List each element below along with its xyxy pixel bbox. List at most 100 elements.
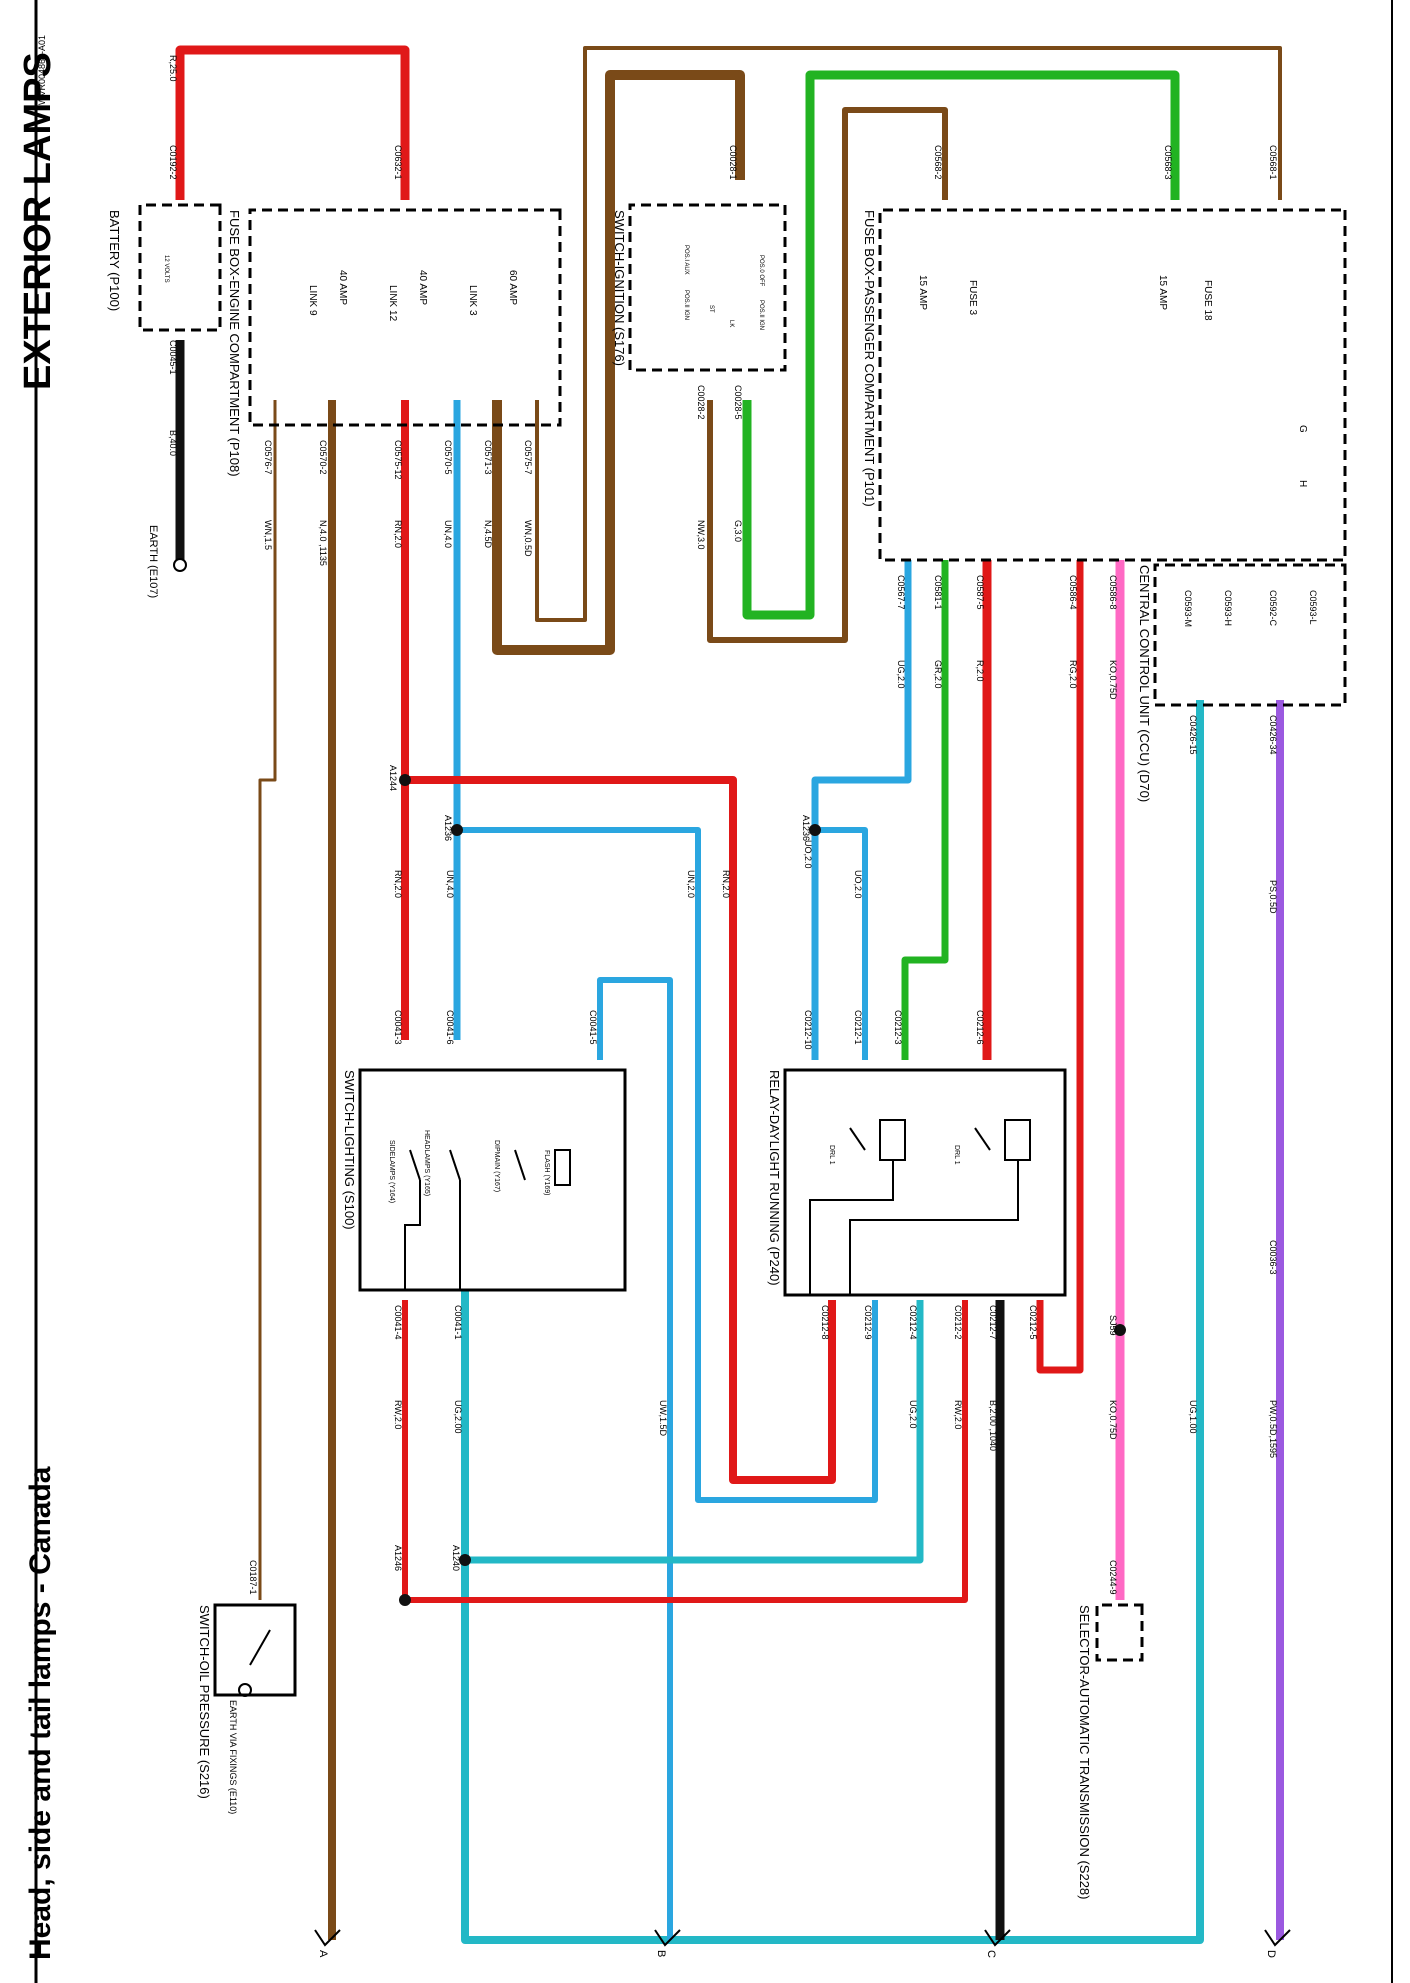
splice-label-0: A1244	[388, 765, 398, 791]
wire-label-24: RW,2.0	[393, 1400, 403, 1429]
wire-label-4: RN,2.0	[393, 520, 403, 548]
wire-label-30: KO,0.75D	[1108, 1400, 1118, 1440]
conn-3: C0570-2	[318, 440, 328, 475]
conn-20: C0426-34	[1268, 715, 1278, 755]
wire-label-15: PS,0.5D	[1268, 880, 1278, 914]
oil-switch-label: SWITCH-OIL PRESSURE (S216)	[197, 1605, 212, 1799]
conn-23: C0212-1	[853, 1010, 863, 1045]
splice-a1236-2	[809, 824, 821, 836]
ccu-pin-m: C0593-M	[1183, 590, 1193, 627]
ignition-box	[628, 203, 787, 372]
ccu-pin-c: C0592-C	[1268, 590, 1278, 627]
conn-1: C0045-1	[168, 340, 178, 375]
conn-29: C0212-9	[863, 1305, 873, 1340]
splice-a1240	[459, 1554, 471, 1566]
wire-label-8: G,3.0	[733, 520, 743, 542]
wire-green-ign	[742, 70, 1180, 620]
link9-amp: 40 AMP	[337, 270, 348, 305]
conn-37: C0187-1	[248, 1560, 258, 1595]
wire-label-2: N,4.0 ,1135	[318, 520, 328, 566]
page-ref: WVR004861-A01	[37, 35, 47, 105]
wire-label-1: B,40.0	[168, 430, 178, 456]
lighting-switch-box	[358, 1068, 627, 1292]
wire-uw15	[597, 977, 673, 1940]
splice-label-2: A1236	[801, 815, 811, 841]
ls-headlamps: HEADLAMPS (Y165)	[423, 1130, 430, 1196]
ignition-label: SWITCH-IGNITION (S176)	[612, 210, 627, 366]
splice-label-5: SJ59	[1108, 1315, 1118, 1336]
conn-0: C0192-2	[168, 145, 178, 180]
wire-rg2	[1036, 560, 1084, 1374]
end-b: B	[655, 1950, 667, 1957]
wire-label-19: UO,2.0	[853, 870, 863, 899]
ccu-pin-h: C0593-H	[1223, 590, 1233, 626]
ls-flash: FLASH (Y169)	[543, 1150, 550, 1196]
wire-brown-thin	[535, 46, 1282, 622]
wire-label-5: UN,4.0	[443, 520, 453, 548]
conn-16: C0581-1	[933, 575, 943, 610]
conn-15: C0567-7	[896, 575, 906, 610]
ign-pos2: POS.II IGN	[683, 290, 689, 320]
wire-label-16: PW,0.5D,1595	[1268, 1400, 1278, 1458]
ign-pos4: LK	[728, 320, 734, 327]
ign-pos6: POS.II IGN	[758, 300, 764, 330]
wire-label-21: UN,2.0	[686, 870, 696, 898]
conn-21: C0426-15	[1188, 715, 1198, 755]
wire-red-battery	[175, 45, 410, 200]
end-c: C	[985, 1950, 997, 1958]
wire-uo-relay	[811, 560, 912, 1060]
wire-label-27: RW,2.0	[953, 1400, 963, 1429]
wire-ug-a1240	[461, 1300, 924, 1564]
conn-36: C0041-1	[453, 1305, 463, 1340]
conn-19: C0586-8	[1108, 575, 1118, 610]
conn-8: C0575-7	[523, 440, 533, 475]
conn-31: C0212-5	[1028, 1305, 1038, 1340]
wire-label-0: R,25.0	[168, 55, 178, 82]
wire-rw-a1246	[402, 1300, 968, 1603]
wire-label-6: N,4.5D	[483, 520, 493, 549]
wire-label-11: GR,2.0	[933, 660, 943, 689]
wire-label-26: UW,1.5D	[658, 1400, 668, 1437]
oil-switch-box	[213, 1603, 297, 1697]
fuse18-amp: 15 AMP	[1157, 275, 1168, 310]
splice-label-1: A1236	[443, 815, 453, 841]
wire-label-10: UG,2.0	[896, 660, 906, 689]
splice-a1236-1	[451, 824, 463, 836]
conn-26: C0212-7	[988, 1305, 998, 1340]
conn-34: C0041-5	[588, 1010, 598, 1045]
fuse3-amp: 15 AMP	[917, 275, 928, 310]
wire-label-18: UO,2.0	[803, 840, 813, 869]
wire-teal-ccu	[461, 700, 1204, 1944]
conn-2: C0632-1	[393, 145, 403, 180]
wire-label-17: UG,1.00	[1188, 1400, 1198, 1434]
link3-label: LINK 3	[467, 285, 478, 316]
conn-22: C0212-10	[803, 1010, 813, 1050]
point-g: G	[1297, 425, 1308, 433]
fuse18-label: FUSE 18	[1202, 280, 1213, 321]
end-d: D	[1265, 1950, 1277, 1958]
selector-label: SELECTOR-AUTOMATIC TRANSMISSION (S228)	[1077, 1605, 1092, 1899]
link9-label: LINK 9	[307, 285, 318, 316]
earth-e107-label: EARTH (E107)	[147, 525, 159, 598]
ign-pos1: POS.I AUX	[683, 245, 689, 275]
fuse-box-passenger	[878, 208, 1347, 562]
wire-brown-ign2	[707, 107, 948, 643]
wire-label-25: UG,2.00	[453, 1400, 463, 1434]
wire-rn-a1244	[405, 776, 836, 1484]
page-title: EXTERIOR LAMPS	[17, 52, 59, 390]
splice-a1244	[399, 774, 411, 786]
splice-a1246	[399, 1594, 411, 1606]
oil-earth-label: EARTH VIA FIXINGS (E110)	[228, 1700, 238, 1814]
conn-39: C0036-3	[1268, 1240, 1278, 1275]
wire-brown-link3	[492, 70, 745, 655]
wire-label-9: NW,3.0	[696, 520, 706, 550]
ccu-pin-l: C0593-L	[1308, 590, 1318, 625]
wire-label-20: RN,2.0	[721, 870, 731, 898]
battery-volts: 12 VOLTS	[163, 255, 169, 283]
fuse-engine-label: FUSE BOX-ENGINE COMPARTMENT (P108)	[227, 210, 242, 477]
conn-25: C0212-6	[975, 1010, 985, 1045]
conn-33: C0041-6	[445, 1010, 455, 1045]
wire-label-29: B,2.00 ,1040	[988, 1400, 998, 1451]
ccu-label: CENTRAL CONTROL UNIT (CCU) (D70)	[1137, 565, 1152, 802]
conn-5: C0575-12	[393, 440, 403, 480]
